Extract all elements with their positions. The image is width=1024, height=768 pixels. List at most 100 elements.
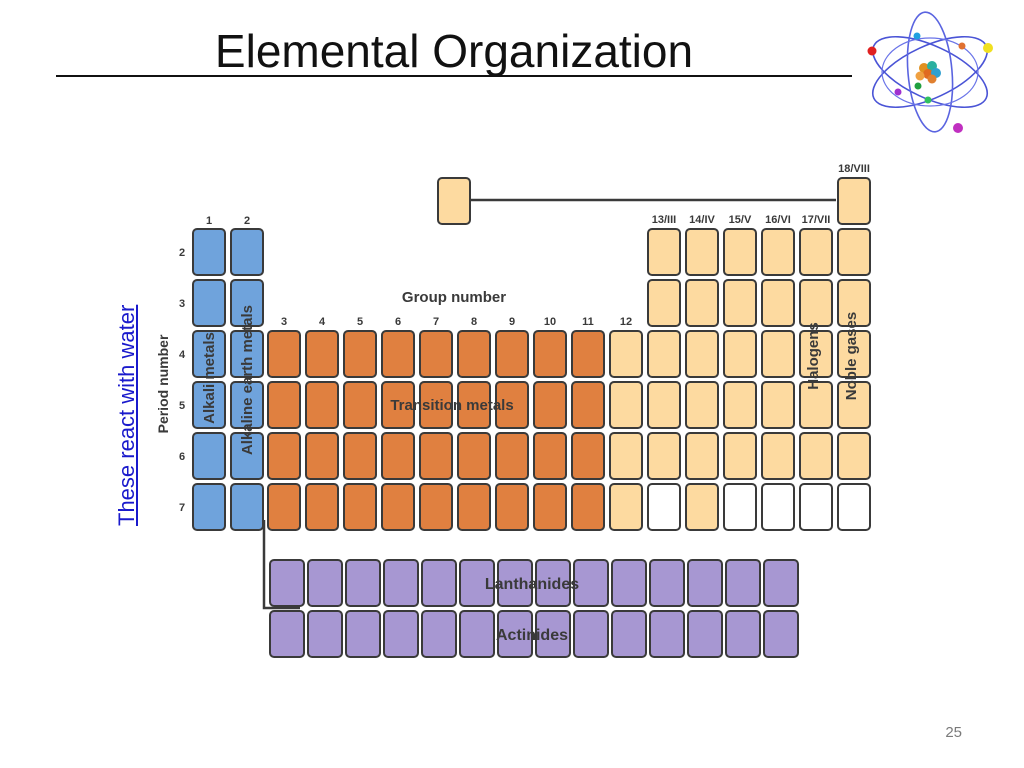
element-cell-p3-g13 xyxy=(647,279,681,327)
element-cell-p5-g12 xyxy=(609,381,643,429)
element-cell-p2-g1 xyxy=(192,228,226,276)
element-cell-p3-g18 xyxy=(837,279,871,327)
element-cell-p6-g12 xyxy=(609,432,643,480)
element-cell-p3-g16 xyxy=(761,279,795,327)
element-cell-p7-g3 xyxy=(267,483,301,531)
slide-title: Elemental Organization xyxy=(214,25,694,77)
element-cell-p2-g13 xyxy=(647,228,681,276)
element-cell-p6-g2 xyxy=(230,432,264,480)
element-cell-p5-g16 xyxy=(761,381,795,429)
element-cell-p4-g1 xyxy=(192,330,226,378)
element-cell-p4-g5 xyxy=(343,330,377,378)
actinide-cell xyxy=(649,610,685,658)
lanthanide-cell xyxy=(573,559,609,607)
lanthanide-cell xyxy=(307,559,343,607)
element-cell-p7-g9 xyxy=(495,483,529,531)
element-cell-p5-g3 xyxy=(267,381,301,429)
noble-gases-label: Noble gases xyxy=(843,312,860,400)
group-number-label: 14/IV xyxy=(689,214,715,226)
element-cell-p6-g16 xyxy=(761,432,795,480)
element-cell-p7-g11 xyxy=(571,483,605,531)
lanthanide-cell xyxy=(269,559,305,607)
period-number-label: 2 xyxy=(179,247,185,259)
element-cell-helium xyxy=(837,177,871,225)
element-cell-p7-g16 xyxy=(761,483,795,531)
element-cell-p6-g10 xyxy=(533,432,567,480)
element-cell-p7-g5 xyxy=(343,483,377,531)
alkali-metals-label: Alkali metals xyxy=(201,332,218,424)
element-cell-p2-g2 xyxy=(230,228,264,276)
group-number-label: 6 xyxy=(395,316,401,328)
element-cell-p6-g11 xyxy=(571,432,605,480)
actinide-cell xyxy=(763,610,799,658)
actinide-cell xyxy=(421,610,457,658)
element-cell-p4-g17 xyxy=(799,330,833,378)
group-number-label: 17/VII xyxy=(802,214,831,226)
group-number-label: 1 xyxy=(206,215,212,227)
element-cell-p6-g3 xyxy=(267,432,301,480)
element-cell-p6-g5 xyxy=(343,432,377,480)
element-cell-p4-g14 xyxy=(685,330,719,378)
element-cell-p4-g15 xyxy=(723,330,757,378)
react-with-water-link[interactable]: These react with water xyxy=(114,304,139,526)
element-cell-p7-g4 xyxy=(305,483,339,531)
element-cell-p7-g8 xyxy=(457,483,491,531)
element-cell-p5-g6 xyxy=(381,381,415,429)
element-cell-p5-g14 xyxy=(685,381,719,429)
group-number-label: 3 xyxy=(281,316,287,328)
element-cell-p4-g4 xyxy=(305,330,339,378)
element-cell-p7-g12 xyxy=(609,483,643,531)
element-cell-p7-g2 xyxy=(230,483,264,531)
element-cell-p7-g1 xyxy=(192,483,226,531)
element-cell-p6-g7 xyxy=(419,432,453,480)
actinide-cell xyxy=(573,610,609,658)
actinide-cell xyxy=(535,610,571,658)
element-cell-p5-g18 xyxy=(837,381,871,429)
element-cell-p4-g16 xyxy=(761,330,795,378)
lanthanide-cell xyxy=(725,559,761,607)
element-cell-p2-g14 xyxy=(685,228,719,276)
element-cell-p7-g6 xyxy=(381,483,415,531)
element-cell-p2-g18 xyxy=(837,228,871,276)
element-cell-p3-g14 xyxy=(685,279,719,327)
period-number-label: 5 xyxy=(179,400,185,412)
element-cell-p4-g7 xyxy=(419,330,453,378)
actinide-cell xyxy=(497,610,533,658)
halogens-label: Halogens xyxy=(805,322,822,390)
element-cell-p2-g16 xyxy=(761,228,795,276)
group-number-title: Group number xyxy=(402,289,506,306)
element-cell-p6-g14 xyxy=(685,432,719,480)
element-cell-p6-g18 xyxy=(837,432,871,480)
lanthanide-cell xyxy=(763,559,799,607)
group-number-label: 11 xyxy=(582,316,594,328)
group-number-label: 13/III xyxy=(652,214,676,226)
lanthanide-cell xyxy=(459,559,495,607)
element-cell-p4-g11 xyxy=(571,330,605,378)
atom-icon xyxy=(867,11,993,133)
transition-metals-label: Transition metals xyxy=(390,397,513,414)
alkaline-earth-metals-label: Alkaline earth metals xyxy=(239,305,256,455)
element-cell-p7-g14 xyxy=(685,483,719,531)
element-cell-p3-g17 xyxy=(799,279,833,327)
element-cell-p3-g1 xyxy=(192,279,226,327)
element-cell-p3-g15 xyxy=(723,279,757,327)
group-number-label: 8 xyxy=(471,316,477,328)
actinide-cell xyxy=(345,610,381,658)
lanthanide-cell xyxy=(421,559,457,607)
element-cell-p7-g17 xyxy=(799,483,833,531)
element-cell-p4-g12 xyxy=(609,330,643,378)
element-cell-p4-g10 xyxy=(533,330,567,378)
element-cell-p6-g4 xyxy=(305,432,339,480)
element-cell-p4-g3 xyxy=(267,330,301,378)
lanthanide-cell xyxy=(535,559,571,607)
actinide-cell xyxy=(383,610,419,658)
element-cell-p4-g8 xyxy=(457,330,491,378)
element-cell-p4-g6 xyxy=(381,330,415,378)
period-number-label: 7 xyxy=(179,502,185,514)
element-cell-p6-g13 xyxy=(647,432,681,480)
element-cell-p5-g13 xyxy=(647,381,681,429)
lanthanide-cell xyxy=(687,559,723,607)
element-cell-p5-g17 xyxy=(799,381,833,429)
actinide-cell xyxy=(459,610,495,658)
lanthanides-label: Lanthanides xyxy=(485,576,579,593)
